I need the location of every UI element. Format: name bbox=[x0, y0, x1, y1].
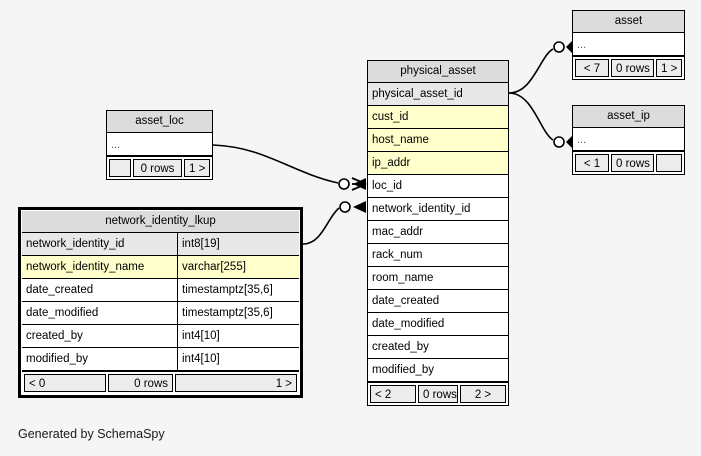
row-count-label: 0 rows bbox=[133, 159, 182, 177]
table-title-physical-asset: physical_asset bbox=[368, 61, 508, 83]
column-name: date_modified bbox=[26, 307, 99, 319]
column-name: rack_num bbox=[372, 249, 423, 261]
next-tables-button[interactable]: 1 > bbox=[656, 59, 682, 77]
edge-asset-loc-to-physical-asset bbox=[212, 144, 339, 184]
column-type: varchar[255] bbox=[177, 256, 299, 278]
next-tables-button[interactable] bbox=[656, 154, 682, 172]
column-type: int4[10] bbox=[177, 348, 299, 370]
edge-endpoint-zero-asset bbox=[553, 41, 565, 53]
column-name: date_created bbox=[26, 284, 94, 296]
next-tables-button[interactable]: 1 > bbox=[184, 159, 210, 177]
column-name: host_name bbox=[372, 134, 429, 146]
collapsed-columns-ellipsis: ... bbox=[577, 39, 587, 51]
row-count-label: 0 rows bbox=[418, 385, 458, 403]
table-title-asset-loc: asset_loc bbox=[107, 111, 212, 133]
table-asset[interactable]: asset ... < 7 0 rows 1 > bbox=[572, 10, 685, 80]
column-name: mac_addr bbox=[372, 226, 424, 238]
prev-tables-button[interactable]: < 1 bbox=[575, 154, 609, 172]
table-title-asset-ip: asset_ip bbox=[573, 106, 684, 128]
edge-endpoint-zero-asset-ip bbox=[553, 136, 565, 148]
table-row[interactable]: network_identity_id bbox=[368, 198, 508, 221]
column-name: date_modified bbox=[372, 318, 445, 330]
column-name: ip_addr bbox=[372, 157, 411, 169]
column-name: cust_id bbox=[372, 111, 409, 123]
column-name: created_by bbox=[26, 330, 83, 342]
table-row[interactable]: cust_id bbox=[368, 106, 508, 129]
prev-tables-button[interactable]: < 2 bbox=[370, 385, 416, 403]
table-row[interactable]: created_by int4[10] bbox=[22, 325, 299, 348]
table-footer: < 2 0 rows 2 > bbox=[368, 382, 508, 405]
column-name: room_name bbox=[372, 272, 434, 284]
table-row[interactable]: modified_by int4[10] bbox=[22, 348, 299, 371]
edge-network-identity-lkup-to-physical-asset bbox=[302, 207, 340, 245]
column-type: timestamptz[35,6] bbox=[177, 302, 299, 324]
table-row[interactable]: created_by bbox=[368, 336, 508, 359]
crowsfoot-network-identity-id-fill bbox=[353, 201, 366, 213]
table-physical-asset[interactable]: physical_asset physical_asset_id cust_id… bbox=[367, 60, 509, 406]
table-title-network-identity-lkup: network_identity_lkup bbox=[22, 211, 299, 233]
table-footer: < 0 0 rows 1 > bbox=[22, 371, 299, 394]
column-name: loc_id bbox=[372, 180, 403, 192]
collapsed-columns-ellipsis: ... bbox=[111, 139, 121, 151]
row-count-label: 0 rows bbox=[108, 374, 173, 392]
column-name: created_by bbox=[372, 341, 429, 353]
column-name: physical_asset_id bbox=[372, 88, 463, 100]
next-tables-button[interactable]: 1 > bbox=[175, 374, 297, 392]
table-row[interactable]: date_modified timestamptz[35,6] bbox=[22, 302, 299, 325]
crowsfoot-loc-id bbox=[351, 177, 367, 191]
column-type: timestamptz[35,6] bbox=[177, 279, 299, 301]
table-row[interactable]: ip_addr bbox=[368, 152, 508, 175]
row-count-label: 0 rows bbox=[611, 59, 654, 77]
column-type: int8[19] bbox=[177, 233, 299, 255]
table-row-collapsed[interactable]: ... bbox=[573, 33, 684, 56]
table-row[interactable]: mac_addr bbox=[368, 221, 508, 244]
table-row[interactable]: network_identity_name varchar[255] bbox=[22, 256, 299, 279]
column-name: date_created bbox=[372, 295, 440, 307]
column-name: network_identity_name bbox=[26, 261, 145, 273]
row-count-label: 0 rows bbox=[611, 154, 654, 172]
table-row[interactable]: modified_by bbox=[368, 359, 508, 382]
table-footer: < 7 0 rows 1 > bbox=[573, 56, 684, 79]
crowsfoot-loc-id-fill bbox=[353, 178, 366, 190]
table-row[interactable]: network_identity_id int8[19] bbox=[22, 233, 299, 256]
table-asset-ip[interactable]: asset_ip ... < 1 0 rows bbox=[572, 105, 685, 175]
table-asset-loc[interactable]: asset_loc ... 0 rows 1 > bbox=[106, 110, 213, 180]
prev-tables-button[interactable]: < 0 bbox=[24, 374, 106, 392]
table-row[interactable]: date_created bbox=[368, 290, 508, 313]
table-row[interactable]: loc_id bbox=[368, 175, 508, 198]
table-row[interactable]: room_name bbox=[368, 267, 508, 290]
generator-credit: Generated by SchemaSpy bbox=[18, 427, 165, 441]
table-footer: 0 rows 1 > bbox=[107, 156, 212, 179]
table-row[interactable]: date_created timestamptz[35,6] bbox=[22, 279, 299, 302]
table-title-asset: asset bbox=[573, 11, 684, 33]
prev-tables-button[interactable]: < 7 bbox=[575, 59, 609, 77]
edge-physical-asset-to-asset-ip bbox=[508, 92, 554, 141]
column-name: network_identity_id bbox=[372, 203, 471, 215]
column-type: int4[10] bbox=[177, 325, 299, 347]
column-name: modified_by bbox=[26, 353, 89, 365]
edge-endpoint-zero-asset-loc bbox=[338, 178, 350, 190]
table-row-collapsed[interactable]: ... bbox=[107, 133, 212, 156]
table-footer: < 1 0 rows bbox=[573, 151, 684, 174]
table-row[interactable]: host_name bbox=[368, 129, 508, 152]
collapsed-columns-ellipsis: ... bbox=[577, 134, 587, 146]
edge-physical-asset-to-asset bbox=[508, 48, 554, 94]
edge-endpoint-zero-network-identity bbox=[339, 201, 351, 213]
table-network-identity-lkup[interactable]: network_identity_lkup network_identity_i… bbox=[18, 207, 303, 398]
table-row-collapsed[interactable]: ... bbox=[573, 128, 684, 151]
column-name: network_identity_id bbox=[26, 238, 125, 250]
prev-tables-button[interactable] bbox=[109, 159, 131, 177]
next-tables-button[interactable]: 2 > bbox=[460, 385, 506, 403]
column-name: modified_by bbox=[372, 364, 435, 376]
table-row[interactable]: date_modified bbox=[368, 313, 508, 336]
table-row[interactable]: physical_asset_id bbox=[368, 83, 508, 106]
table-row[interactable]: rack_num bbox=[368, 244, 508, 267]
